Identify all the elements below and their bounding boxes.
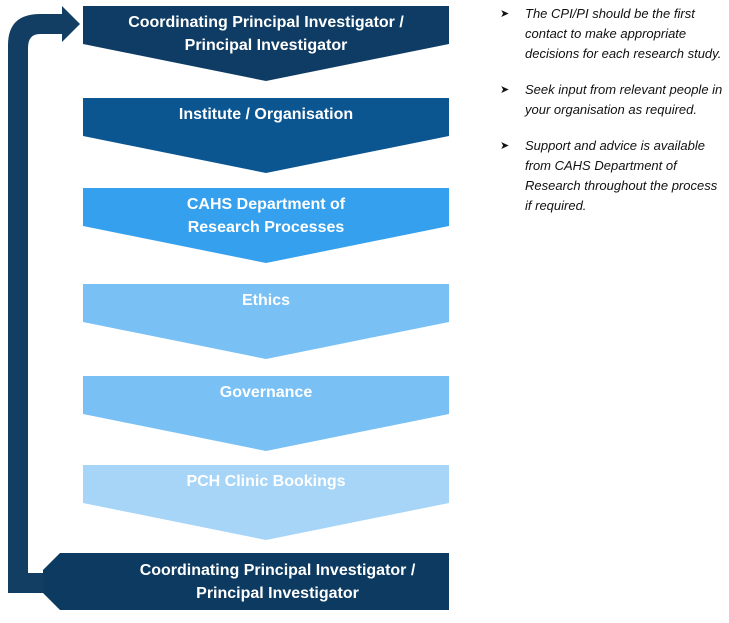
note-item: ➤ Support and advice is available from CA… — [500, 136, 725, 216]
note-text: Support and advice is available from CAH… — [525, 138, 718, 213]
step-label: Institute / Organisation — [178, 106, 354, 123]
note-item: ➤ The CPI/PI should be the first contact … — [500, 4, 725, 64]
arrowhead-bullet-icon: ➤ — [500, 140, 510, 152]
step-chevron — [83, 98, 449, 173]
step-label: Governance — [219, 384, 313, 401]
step-label: Ethics — [241, 292, 290, 309]
step-label: PCH Clinic Bookings — [186, 473, 346, 490]
step-chevron — [83, 284, 449, 359]
note-item: ➤ Seek input from relevant people in your… — [500, 80, 725, 120]
final-step-label: Coordinating Principal Investigator / Pr… — [139, 562, 416, 602]
final-step-shape — [43, 553, 449, 610]
return-arrow-connector — [8, 6, 80, 593]
arrowhead-bullet-icon: ➤ — [500, 8, 510, 20]
step-chevron — [83, 188, 449, 263]
note-text: The CPI/PI should be the first contact t… — [525, 6, 722, 61]
step-chevron — [83, 465, 449, 540]
note-text: Seek input from relevant people in your … — [525, 82, 723, 117]
step-label: CAHS Department of Research Processes — [186, 196, 346, 236]
notes-list: ➤ The CPI/PI should be the first contact … — [500, 4, 725, 232]
step-chevron — [83, 6, 449, 81]
step-label: Coordinating Principal Investigator / Pr… — [128, 14, 404, 54]
arrowhead-bullet-icon: ➤ — [500, 84, 510, 96]
step-chevron — [83, 376, 449, 451]
